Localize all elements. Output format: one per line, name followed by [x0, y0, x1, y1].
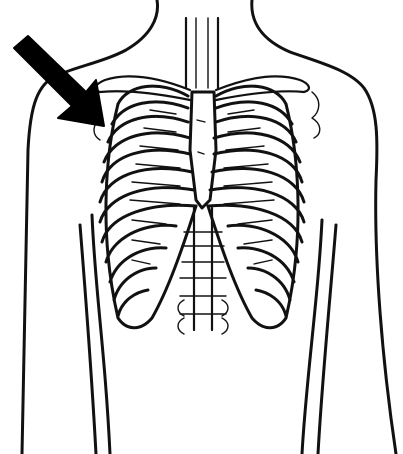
sternum-mark-1: [197, 120, 205, 122]
right-rib-2: [216, 102, 292, 124]
lower-vertebrae-processes: [178, 300, 228, 334]
right-ribcage-outline: [208, 104, 298, 328]
right-rib-5: [214, 150, 302, 182]
trachea: [186, 18, 218, 88]
right-rib-12: [256, 290, 286, 316]
arrow-indicator: [14, 36, 104, 126]
spine: [178, 208, 228, 334]
right-ribs: [208, 86, 304, 328]
right-rib-10: [238, 248, 294, 282]
left-rib-5: [102, 150, 190, 182]
left-rib-9: [106, 225, 176, 262]
left-rib-2: [112, 102, 188, 124]
sternum-mark-2: [198, 152, 204, 154]
left-rib-12: [118, 290, 148, 316]
left-ribs: [100, 86, 196, 328]
right-rib-4: [214, 133, 300, 162]
left-rib-10: [110, 248, 166, 282]
right-scapula-edge: [312, 92, 320, 138]
left-ribcage-outline: [106, 104, 196, 328]
right-rib-3: [216, 116, 296, 142]
arrow-icon: [14, 36, 104, 126]
left-rib-3: [108, 116, 188, 142]
left-rib-4: [104, 133, 190, 162]
right-rib-8: [208, 205, 302, 242]
vertebrae-lines: [180, 232, 226, 314]
right-rib-9: [228, 225, 298, 262]
torso-outline: [22, 0, 396, 454]
left-rib-8: [102, 205, 196, 242]
